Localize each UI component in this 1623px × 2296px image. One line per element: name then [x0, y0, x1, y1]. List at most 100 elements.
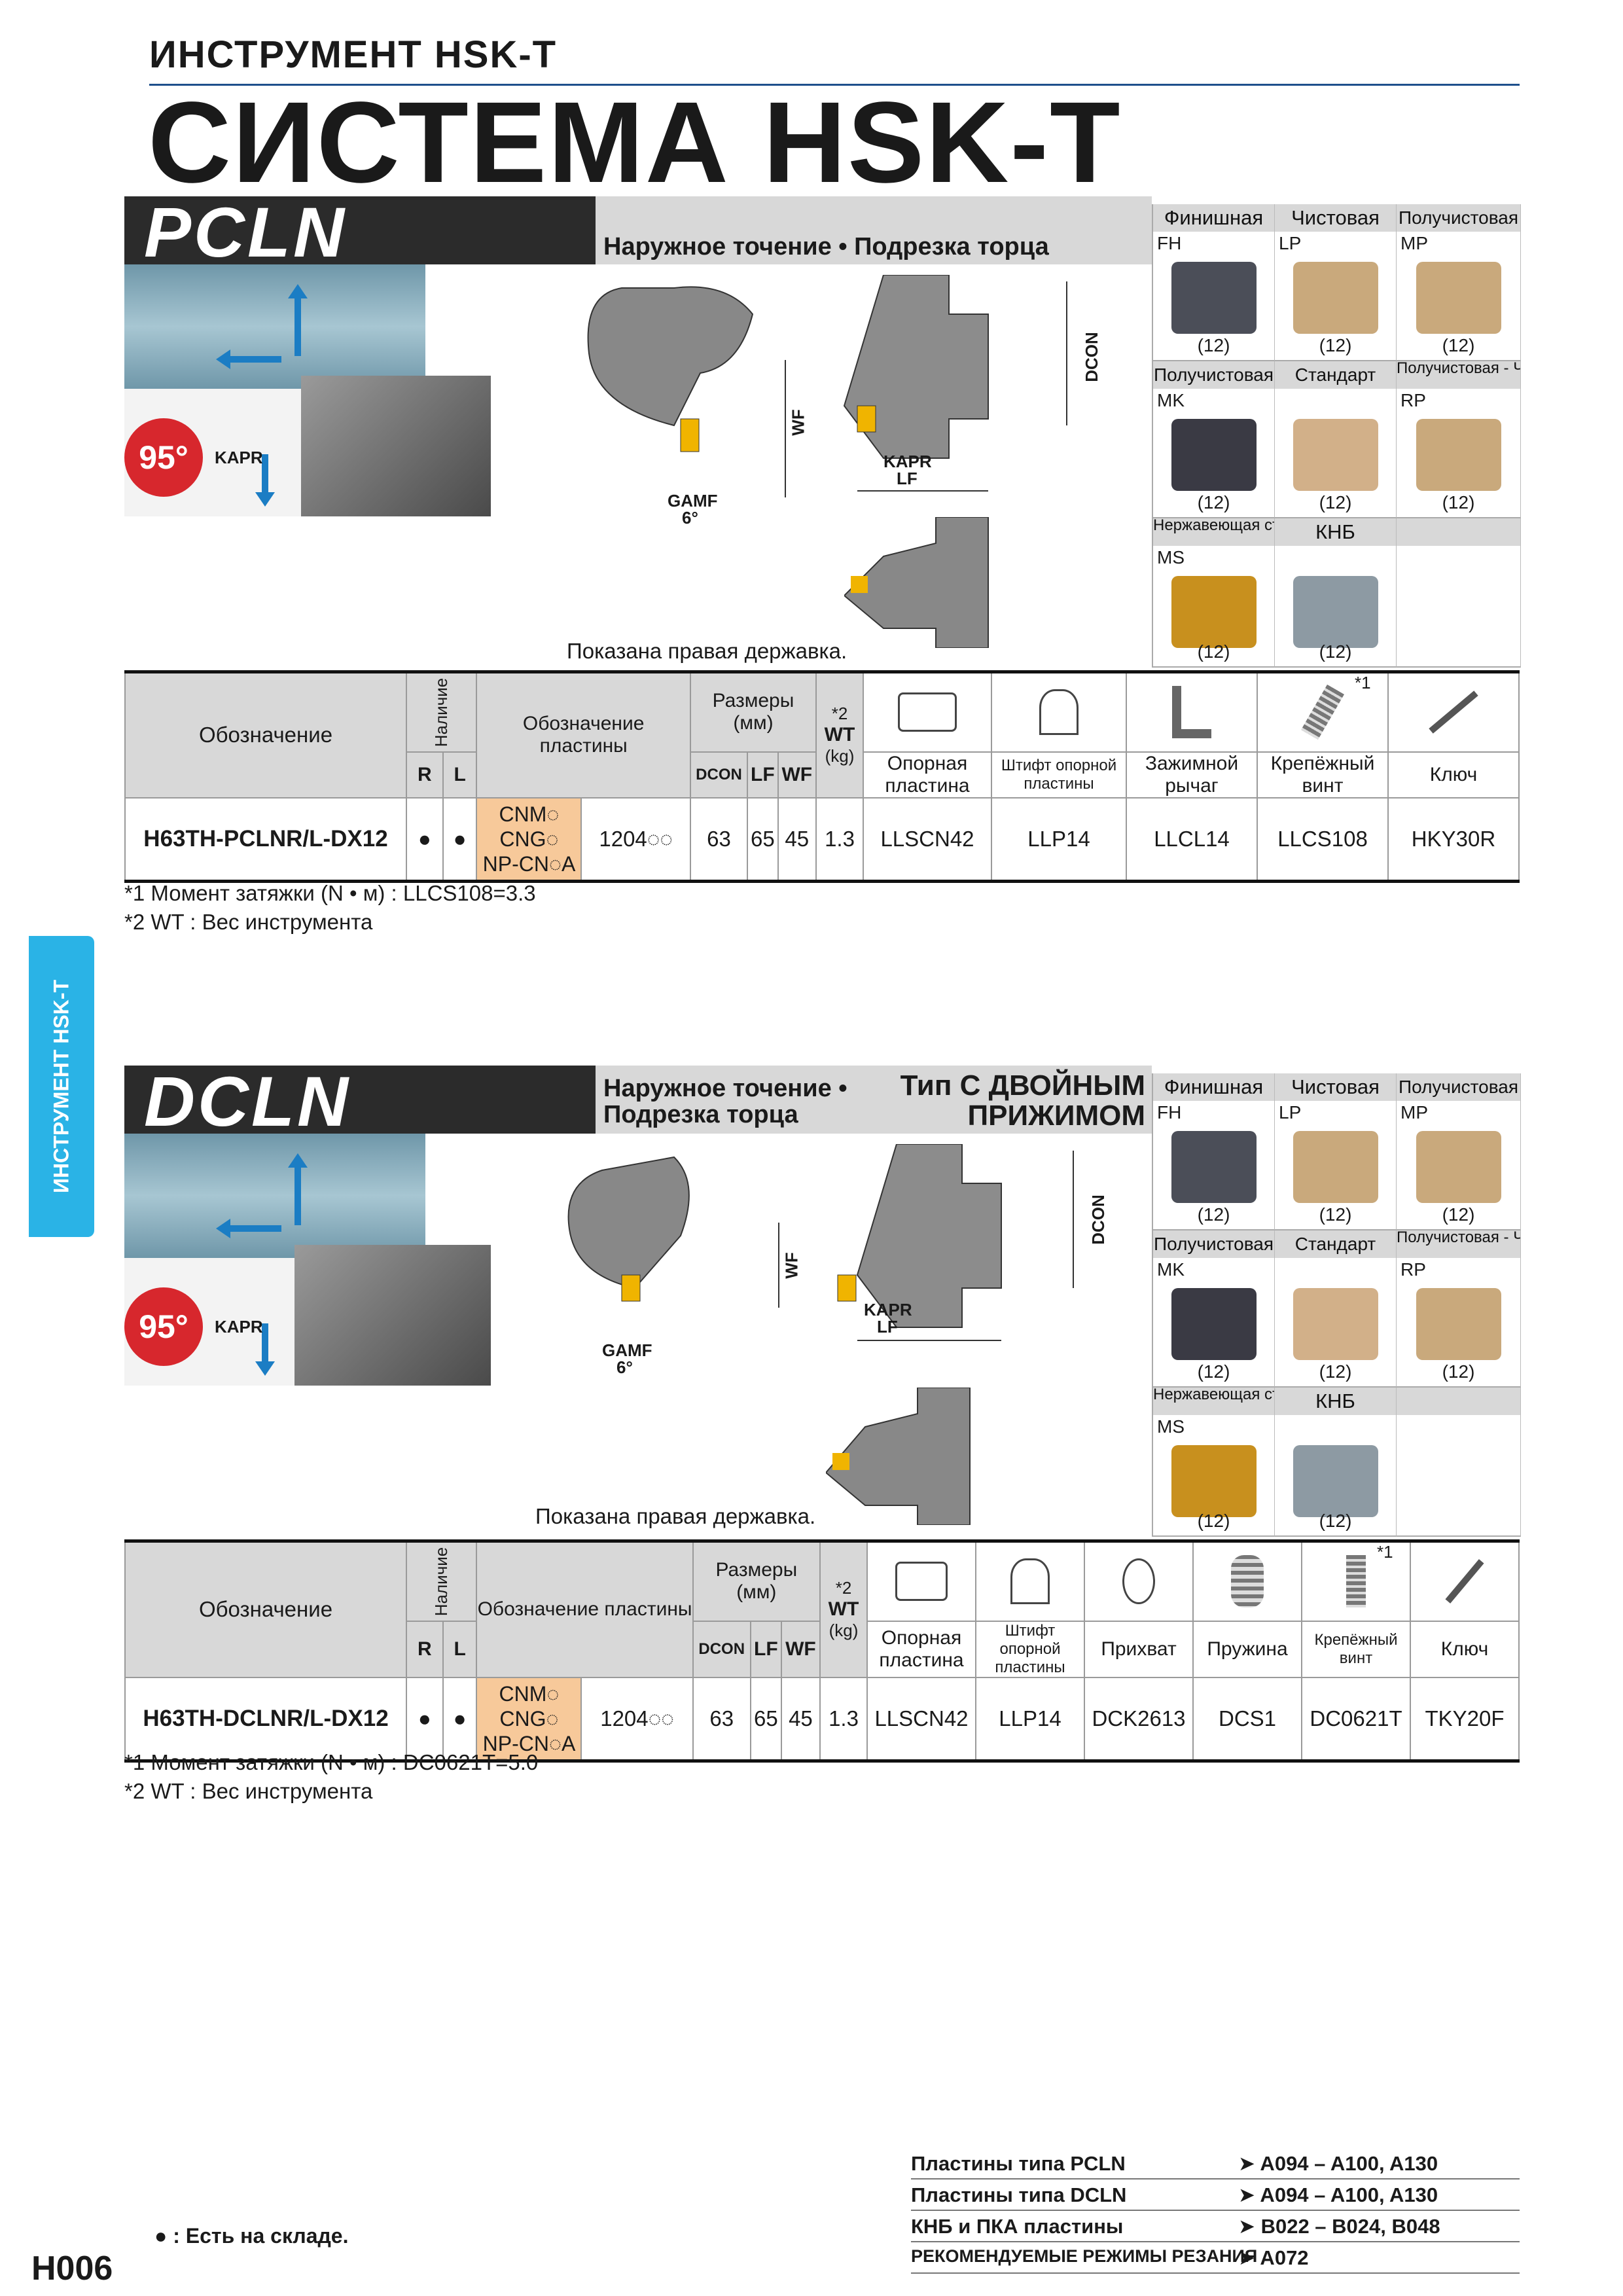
part-pin-label: Штифт опорной пластины	[991, 751, 1127, 798]
product-code[interactable]: H63TH-DCLNR/L-DX12	[124, 1676, 407, 1763]
gamf-value: 6°	[682, 508, 698, 528]
col-dims: Размеры (мм)	[689, 670, 817, 753]
dcon-label: DCON	[1081, 332, 1101, 382]
insert-cell[interactable]: Чистовая LP (12)	[1275, 1073, 1397, 1230]
type-label-1: Тип С ДВОЙНЫМ	[900, 1069, 1145, 1102]
insert-image	[1293, 1445, 1378, 1517]
col-dims: Размеры (мм)	[692, 1539, 821, 1622]
side-tab-label: ИНСТРУМЕНТ HSK-T	[49, 979, 73, 1194]
part-spring-label: Пружина	[1192, 1620, 1302, 1678]
arrow-left-icon	[216, 350, 281, 369]
key-icon	[1445, 1559, 1484, 1604]
insert-cell[interactable]: Получистовая MK (12)	[1153, 1230, 1275, 1388]
section-subtitle-bar: Наружное точение • Подрезка торца Тип С …	[596, 1066, 1152, 1134]
part-clamp-label: Прихват	[1084, 1620, 1194, 1678]
application-illustration: 95° KAPR	[124, 264, 491, 516]
shim-icon	[895, 1562, 948, 1602]
workpiece-image	[124, 264, 425, 389]
part-key-label: Ключ	[1387, 751, 1520, 798]
footnote-1: *1 Момент затяжки (N • м) : DC0621T=5.0	[124, 1750, 539, 1774]
side-view-drawing	[826, 1388, 1035, 1525]
arrow-up-icon	[288, 284, 308, 356]
arrow-down-icon	[255, 454, 275, 507]
application-illustration: 95° KAPR	[124, 1134, 491, 1386]
part-screw-label: Крепёжный винт	[1301, 1620, 1411, 1678]
insert-cell[interactable]: Финишная FH (12)	[1153, 204, 1275, 361]
insert-image	[1293, 419, 1378, 491]
holder-image	[294, 1245, 491, 1386]
footnote-2: *2 WT : Вес инструмента	[124, 910, 373, 934]
insert-image	[1293, 1131, 1378, 1203]
section-subtitle-2: Подрезка торца	[603, 1101, 798, 1128]
col-stock: Наличие	[431, 677, 452, 747]
part-pin-label: Штифт опорной пластины	[975, 1620, 1085, 1678]
dimension-drawing: WF DCON KAPR LF GAMF 6°	[556, 1144, 1145, 1393]
insert-grid-pcln: Финишная FH (12) Чистовая LP (12) Получи…	[1152, 204, 1521, 668]
insert-image	[1293, 576, 1378, 648]
part-shim-label: Опорная пластина	[863, 751, 992, 798]
key-icon	[1429, 691, 1478, 734]
product-code[interactable]: H63TH-PCLNR/L-DX12	[124, 797, 407, 883]
header-rule	[149, 84, 1520, 86]
insert-image	[1171, 1445, 1257, 1517]
angle-badge: 95°	[124, 418, 203, 497]
kapr-dim-label: KAPR	[864, 1300, 912, 1319]
lf-label: LF	[877, 1317, 898, 1336]
insert-cell[interactable]: Получистовая - Черновая RP (12)	[1397, 1230, 1521, 1388]
drawing-lines	[567, 1144, 1074, 1341]
insert-image	[1293, 262, 1378, 334]
shim-icon	[898, 692, 957, 732]
part-screw-label: Крепёжный винт	[1257, 751, 1389, 798]
col-designation: Обозначение	[124, 1539, 407, 1678]
insert-image	[1171, 1131, 1257, 1203]
page-title: СИСТЕМА HSK-T	[148, 79, 1122, 207]
screw-icon	[1346, 1555, 1366, 1608]
insert-cell[interactable]: Получистовая MK (12)	[1153, 361, 1275, 518]
parts-note-mark: *1	[1377, 1542, 1393, 1562]
insert-cell[interactable]: КНБ (12)	[1275, 518, 1397, 668]
spec-table-dcln: Обозначение Наличие Обозначение пластины…	[124, 1539, 1520, 1763]
section-subtitle-1: Наружное точение •	[603, 1075, 847, 1102]
section-subtitle: Наружное точение • Подрезка торца	[603, 233, 1049, 260]
spring-icon	[1231, 1555, 1264, 1608]
side-tab[interactable]: ИНСТРУМЕНТ HSK-T	[29, 936, 94, 1237]
shim-pin-icon	[1039, 689, 1079, 736]
col-stock: Наличие	[431, 1547, 452, 1616]
header-category: ИНСТРУМЕНТ HSK-T	[149, 33, 558, 76]
insert-image	[1171, 576, 1257, 648]
insert-cell[interactable]: Финишная FH (12)	[1153, 1073, 1275, 1230]
section-code: DCLN	[144, 1062, 351, 1141]
insert-cell[interactable]: Получистовая - Черновая RP (12)	[1397, 361, 1521, 518]
insert-cell[interactable]: Нержавеющая сталь MS (12)	[1153, 518, 1275, 668]
insert-cell[interactable]: Получистовая MP (12)	[1397, 204, 1521, 361]
insert-cell[interactable]: Получистовая MP (12)	[1397, 1073, 1521, 1230]
clamp-lever-icon	[1172, 686, 1211, 739]
kapr-label: KAPR	[215, 1317, 263, 1336]
col-wt: WT	[824, 724, 855, 746]
reference-link[interactable]: КНБ и ПКА пластины➤ B022 – B024, B048	[911, 2211, 1520, 2242]
insert-image	[1171, 419, 1257, 491]
kapr-dim-label: KAPR	[883, 452, 932, 471]
reference-link[interactable]: Пластины типа PCLN➤ A094 – A100, A130	[911, 2148, 1520, 2179]
section-banner-dcln: DCLN	[124, 1062, 596, 1141]
gamf-value: 6°	[616, 1357, 633, 1377]
insert-image	[1416, 1288, 1501, 1360]
clamp-icon	[1122, 1558, 1155, 1605]
shim-pin-icon	[1010, 1558, 1050, 1605]
footnote-1: *1 Момент затяжки (N • м) : LLCS108=3.3	[124, 881, 536, 905]
arrow-left-icon	[216, 1219, 281, 1238]
angle-badge: 95°	[124, 1287, 203, 1366]
insert-grid-dcln: Финишная FH (12) Чистовая LP (12) Получи…	[1152, 1073, 1521, 1537]
insert-cell[interactable]: Стандарт (12)	[1275, 1230, 1397, 1388]
table-row: H63TH-DCLNR/L-DX12 ● ● CNM◌CNG◌NP-CN◌A 1…	[124, 1676, 1520, 1763]
col-wt: WT	[828, 1598, 859, 1621]
insert-cell[interactable]: Чистовая LP (12)	[1275, 204, 1397, 361]
reference-link[interactable]: РЕКОМЕНДУЕМЫЕ РЕЖИМЫ РЕЗАНИЯ➤ A072	[911, 2242, 1520, 2274]
page-number: H006	[31, 2250, 113, 2287]
workpiece-image	[124, 1134, 425, 1258]
reference-link[interactable]: Пластины типа DCLN➤ A094 – A100, A130	[911, 2179, 1520, 2211]
insert-cell[interactable]: КНБ (12)	[1275, 1388, 1397, 1537]
insert-cell[interactable]: Нержавеющая сталь MS (12)	[1153, 1388, 1275, 1537]
insert-cell[interactable]: Стандарт (12)	[1275, 361, 1397, 518]
holder-image	[301, 376, 491, 516]
